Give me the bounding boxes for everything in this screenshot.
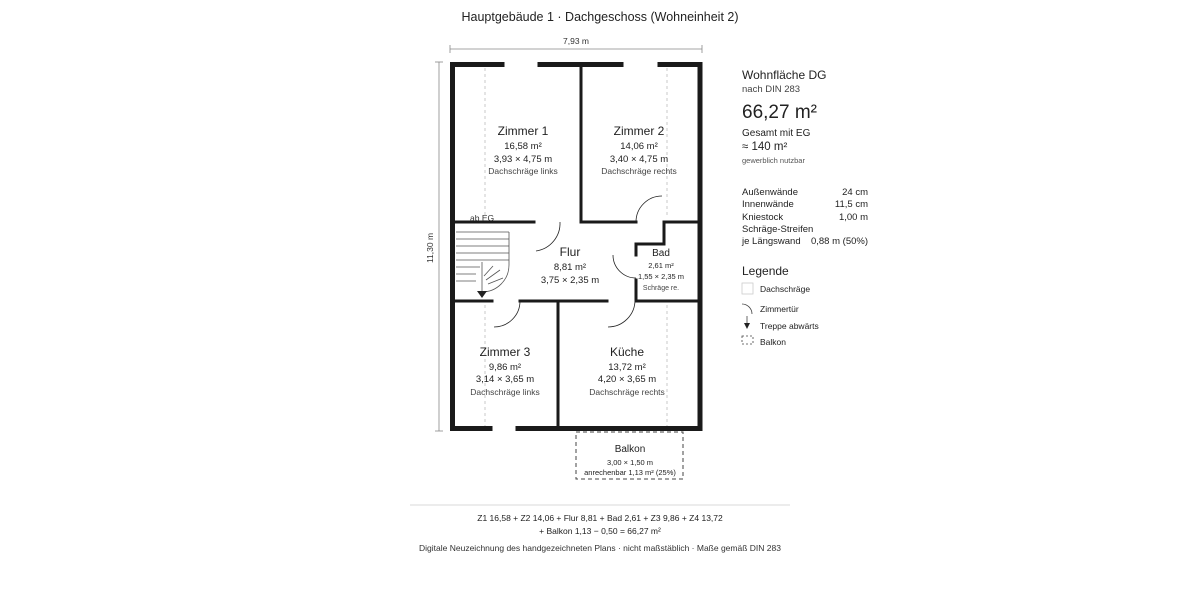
roof-slope-lines xyxy=(484,68,668,427)
room-size: 3,14 × 3,65 m xyxy=(476,374,534,385)
room-name: Zimmer 1 xyxy=(498,124,549,138)
spec-strip-value: 0,88 m (50%) xyxy=(811,236,868,247)
spec-label: Innenwände xyxy=(742,199,794,210)
room-area: 14,06 m² xyxy=(620,141,658,152)
plan-title: Hauptgebäude 1 · Dachgeschoss (Wohneinhe… xyxy=(461,10,738,24)
room-area: 8,81 m² xyxy=(554,262,586,273)
spec-value: 1,00 m xyxy=(839,212,868,223)
summary-combined-note: gewerblich nutzbar xyxy=(742,156,805,165)
room-flur: Flur 8,81 m² 3,75 × 2,35 m xyxy=(541,245,599,286)
footer-note: Digitale Neuzeichnung des handgezeichnet… xyxy=(419,543,781,553)
room-note: anrechenbar 1,13 m² (25%) xyxy=(584,468,676,477)
room-area: 16,58 m² xyxy=(504,141,542,152)
stair-arrow-icon xyxy=(744,323,750,329)
roof-slope-swatch-icon xyxy=(741,282,754,295)
legend-item: Balkon xyxy=(760,337,786,347)
room-zimmer-2: Zimmer 2 14,06 m² 3,40 × 4,75 m Dachschr… xyxy=(601,124,677,176)
spec-label: Außenwände xyxy=(742,187,798,198)
stair-label: ab EG xyxy=(470,213,494,223)
room-name: Küche xyxy=(610,345,644,359)
room-area: 9,86 m² xyxy=(489,362,521,373)
room-name: Zimmer 3 xyxy=(480,345,531,359)
summary-total: 66,27 m² xyxy=(742,102,817,123)
room-bad: Bad 2,61 m² 1,55 × 2,35 m Schräge re. xyxy=(638,248,684,292)
stair-down-arrow-icon xyxy=(477,291,487,298)
spec-strip-label-1: Schräge-Streifen xyxy=(742,224,813,235)
dimension-width xyxy=(449,45,703,53)
specs-table: Außenwände 24 cm Innenwände 11,5 cm Knie… xyxy=(741,187,868,247)
summary-combined-value: ≈ 140 m² xyxy=(742,141,787,153)
dimension-height xyxy=(435,61,443,432)
room-note: Dachschräge links xyxy=(470,387,539,397)
room-balkon: Balkon 3,00 × 1,50 m anrechenbar 1,13 m²… xyxy=(584,444,676,477)
room-size: 3,93 × 4,75 m xyxy=(494,154,552,165)
spec-label: Kniestock xyxy=(742,212,783,223)
balcony-swatch-icon xyxy=(741,335,754,345)
room-note: Dachschräge links xyxy=(488,166,557,176)
legend-item: Dachschräge xyxy=(760,284,810,294)
dimension-height-label: 11,30 m xyxy=(425,233,435,263)
room-size: 4,20 × 3,65 m xyxy=(598,374,656,385)
room-note: Schräge re. xyxy=(643,285,679,292)
room-name: Flur xyxy=(560,245,581,259)
room-zimmer-3: Zimmer 3 9,86 m² 3,14 × 3,65 m Dachschrä… xyxy=(470,345,539,397)
area-summary: Wohnfläche DG nach DIN 283 66,27 m² Gesa… xyxy=(742,68,827,165)
door-swing-icon xyxy=(741,303,753,315)
room-zimmer-1: Zimmer 1 16,58 m² 3,93 × 4,75 m Dachschr… xyxy=(488,124,557,176)
room-kueche: Küche 13,72 m² 4,20 × 3,65 m Dachschräge… xyxy=(589,345,665,397)
room-size: 3,00 × 1,50 m xyxy=(607,458,653,467)
summary-combined-label: Gesamt mit EG xyxy=(742,128,811,139)
legend-title: Legende xyxy=(742,264,789,278)
room-note: Dachschräge rechts xyxy=(589,387,665,397)
spec-strip-label-2: je Längswand xyxy=(741,236,801,247)
room-name: Balkon xyxy=(615,444,646,455)
footer-formula-line-2: + Balkon 1,13 − 0,50 = 66,27 m² xyxy=(539,526,661,536)
room-name: Zimmer 2 xyxy=(614,124,665,138)
room-name: Bad xyxy=(652,248,670,259)
footer-formula-line-1: Z1 16,58 + Z2 14,06 + Flur 8,81 + Bad 2,… xyxy=(477,513,723,523)
legend: Legende Dachschräge Zimmertür Treppe abw… xyxy=(741,264,819,347)
room-size: 3,75 × 2,35 m xyxy=(541,275,599,286)
door-swings xyxy=(493,195,663,328)
legend-item: Treppe abwärts xyxy=(760,321,819,331)
stairs xyxy=(456,231,510,293)
room-area: 13,72 m² xyxy=(608,362,646,373)
room-size: 3,40 × 4,75 m xyxy=(610,154,668,165)
spec-value: 11,5 cm xyxy=(835,199,868,210)
room-area: 2,61 m² xyxy=(648,261,674,270)
legend-item: Zimmertür xyxy=(760,304,799,314)
summary-subtitle: nach DIN 283 xyxy=(742,84,800,95)
inner-walls xyxy=(454,64,700,429)
summary-title: Wohnfläche DG xyxy=(742,68,827,82)
spec-value: 24 cm xyxy=(842,187,868,198)
room-note: Dachschräge rechts xyxy=(601,166,677,176)
dimension-width-label: 7,93 m xyxy=(563,36,589,46)
room-size: 1,55 × 2,35 m xyxy=(638,272,684,281)
